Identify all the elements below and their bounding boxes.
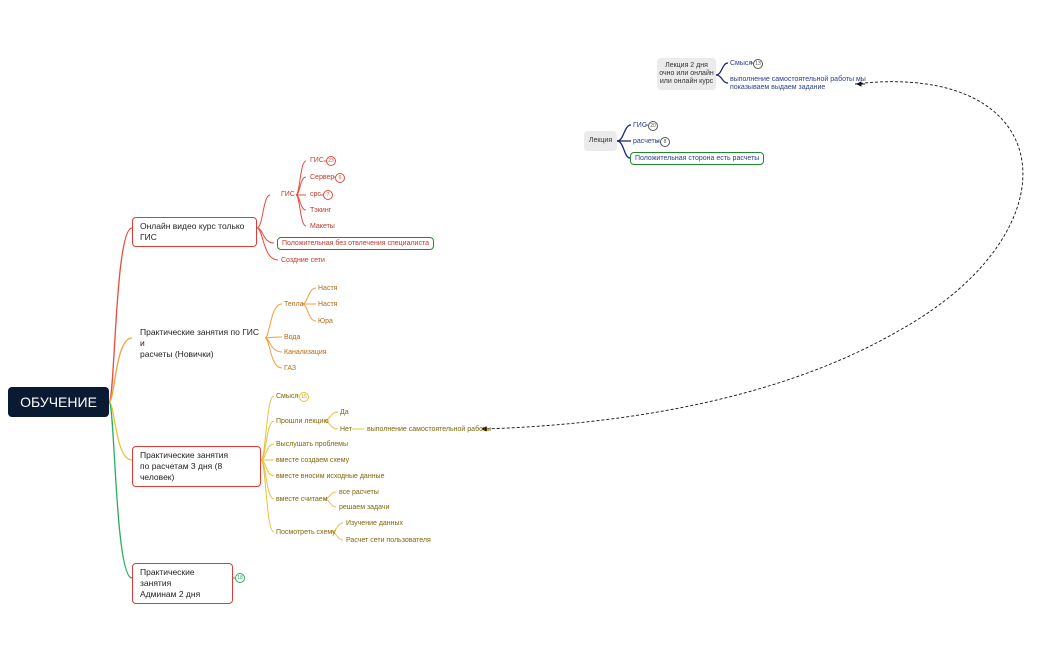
node-step-1[interactable]: Выслушать проблемы: [276, 441, 349, 448]
node-float-self-work[interactable]: выполнение самостоятельной работы мы пок…: [730, 76, 866, 92]
node-study-data[interactable]: Изучение данных: [346, 520, 404, 527]
node-meaning[interactable]: Смысл: [276, 393, 299, 400]
node-gis-item-4[interactable]: Тэкинг: [310, 207, 332, 214]
node-novice-label-1: Практические занятия по ГИС и: [140, 327, 260, 348]
node-positive-no-distraction[interactable]: Положительная без отвлечения специалиста: [277, 237, 434, 250]
node-gis-item-2[interactable]: Сервер: [310, 174, 335, 181]
count-badge-icon: 13: [753, 59, 763, 69]
node-lecture-gis[interactable]: ГИС: [633, 122, 647, 129]
node-lecture-positive[interactable]: Положительная сторона есть расчеты: [630, 152, 765, 165]
node-novice-practice[interactable]: Практические занятия по ГИС и расчеты (Н…: [136, 327, 265, 360]
node-view-scheme[interactable]: Посмотреть схему: [276, 529, 336, 536]
node-all-calcs[interactable]: все расчеты: [339, 489, 379, 496]
node-lecture-two-days-line-3: или онлайн курс: [659, 78, 714, 85]
count-badge-icon: 18: [235, 573, 245, 583]
node-self-work[interactable]: выполнение самостоятельной работы: [367, 426, 492, 433]
node-admin-practice[interactable]: Практические занятия Админам 2 дня: [132, 563, 233, 604]
node-sewer[interactable]: Канализация: [284, 349, 327, 356]
node-lecture-label: Лекция: [588, 137, 613, 144]
node-heat[interactable]: Тепла: [284, 301, 304, 308]
node-network-creation[interactable]: Создние сети: [281, 257, 325, 264]
node-step-2[interactable]: вместе создаем схему: [276, 457, 350, 464]
node-lecture-done[interactable]: Прошли лекцию: [276, 418, 329, 425]
node-gis-item-1[interactable]: ГИС: [310, 157, 324, 164]
node-float-self-work-line-1: выполнение самостоятельной работы мы: [730, 76, 866, 83]
node-float-self-work-line-2: показываем выдаем задание: [730, 84, 826, 91]
node-admin-label-1: Практические занятия: [140, 567, 195, 588]
node-admin-label-2: Админам 2 дня: [140, 589, 201, 599]
node-float-meaning[interactable]: Смысл: [730, 60, 753, 67]
node-gis-item-5[interactable]: Макеты: [310, 223, 335, 230]
root-node[interactable]: ОБУЧЕНИЕ: [8, 387, 109, 417]
count-badge-icon: 23: [326, 156, 336, 166]
node-solve-tasks[interactable]: решаем задачи: [339, 504, 390, 511]
node-user-net-calc[interactable]: Расчет сети пользователя: [346, 537, 431, 544]
node-heat-person-1[interactable]: Настя: [318, 285, 338, 292]
node-calc-together[interactable]: вместе считаем: [276, 496, 328, 503]
node-lecture-calcs[interactable]: расчеты: [633, 138, 660, 145]
node-calc-label-2: по расчетам 3 дня (8 человек): [140, 461, 223, 482]
node-gis[interactable]: ГИС: [281, 191, 295, 198]
node-no[interactable]: Нет: [340, 426, 352, 433]
node-online-course-label: Онлайн видео курс только ГИС: [140, 221, 245, 242]
node-step-3[interactable]: вместе вносим исходные данные: [276, 473, 385, 480]
node-gas[interactable]: ГАЗ: [284, 365, 297, 372]
node-calc-label-1: Практические занятия: [140, 450, 229, 460]
node-calc-practice[interactable]: Практические занятия по расчетам 3 дня (…: [132, 446, 261, 487]
node-novice-label-2: расчеты (Новички): [140, 349, 214, 359]
node-gis-item-3[interactable]: cрс: [310, 191, 321, 198]
node-heat-person-2[interactable]: Настя: [318, 301, 338, 308]
count-badge-icon: 20: [648, 121, 658, 131]
node-water[interactable]: Вода: [284, 334, 301, 341]
node-lecture[interactable]: Лекция: [584, 131, 617, 151]
node-lecture-two-days[interactable]: Лекция 2 дня очно или онлайн или онлайн …: [657, 58, 716, 90]
count-badge-icon: 15: [299, 392, 309, 402]
count-badge-icon: 8: [660, 137, 670, 147]
node-yes[interactable]: Да: [340, 409, 349, 416]
node-online-course[interactable]: Онлайн видео курс только ГИС: [132, 217, 257, 247]
node-lecture-two-days-line-2: очно или онлайн: [659, 70, 714, 77]
node-heat-person-3[interactable]: Юра: [318, 318, 333, 325]
count-badge-icon: 6: [335, 173, 345, 183]
node-lecture-two-days-line-1: Лекция 2 дня: [665, 62, 708, 69]
count-badge-icon: 7: [323, 190, 333, 200]
